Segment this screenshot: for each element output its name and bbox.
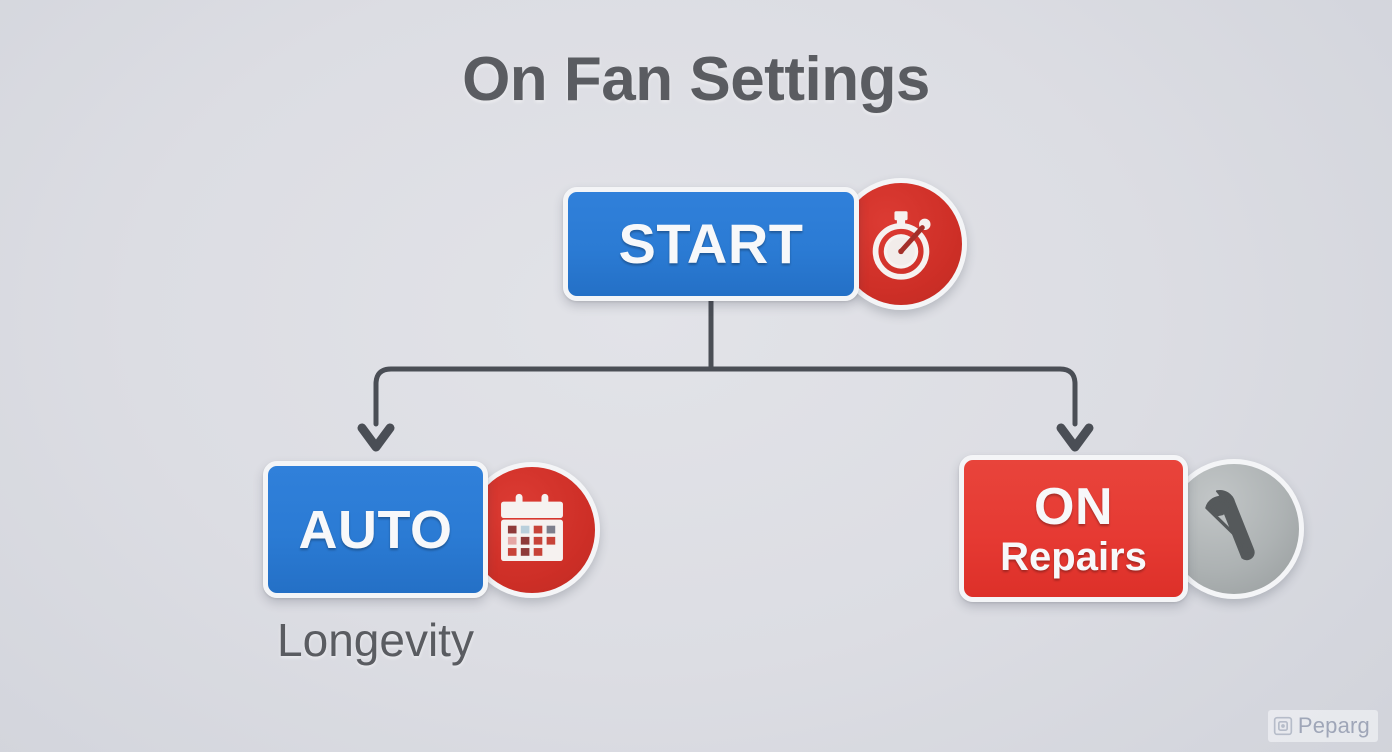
arrowhead-right	[1056, 423, 1094, 452]
node-start[interactable]: START	[563, 178, 967, 310]
connector-right	[708, 366, 1078, 427]
peparg-logo-icon	[1273, 716, 1293, 736]
node-start-chip[interactable]: START	[563, 187, 859, 301]
arrowhead-left	[357, 423, 395, 452]
node-auto-label: AUTO	[298, 499, 453, 560]
calendar-icon	[501, 493, 563, 561]
node-auto-chip[interactable]: AUTO	[263, 461, 488, 598]
node-on-label: ON	[1034, 477, 1113, 536]
watermark-text: Peparg	[1297, 713, 1370, 738]
watermark: Peparg	[1267, 710, 1378, 742]
node-start-label: START	[618, 212, 804, 275]
node-auto[interactable]: AUTO	[263, 461, 600, 598]
tools-icon	[1205, 489, 1255, 560]
stopwatch-icon	[872, 211, 931, 280]
node-on-sublabel: Repairs	[1000, 534, 1147, 579]
node-on[interactable]: ON Repairs	[959, 455, 1304, 602]
caption-longevity: Longevity	[277, 614, 474, 666]
connector-left	[373, 366, 714, 427]
node-on-chip[interactable]: ON Repairs	[959, 455, 1188, 602]
page-title: On Fan Settings	[462, 45, 930, 114]
